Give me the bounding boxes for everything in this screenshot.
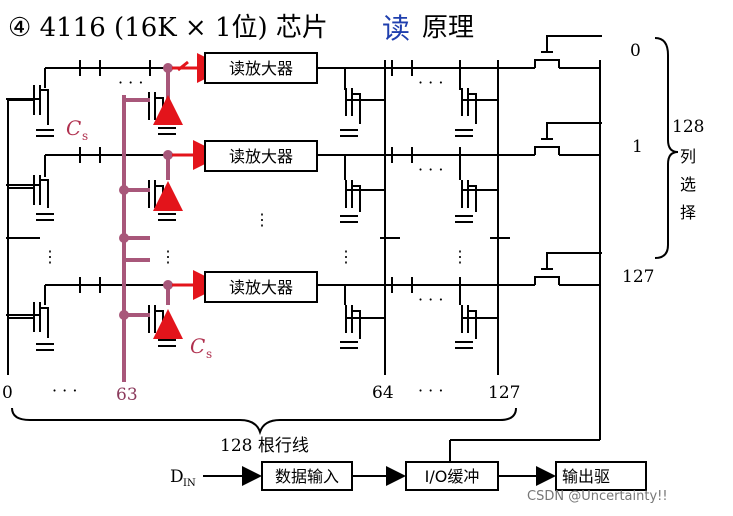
col-select-1: 1 bbox=[632, 137, 643, 157]
col-label-63: 63 bbox=[116, 385, 138, 405]
col-label-127: 127 bbox=[488, 383, 520, 403]
ellipsis-v: ⋮ bbox=[254, 210, 270, 229]
sense-amp-label: 读放大器 bbox=[229, 278, 293, 297]
bit-lines bbox=[7, 60, 499, 375]
io-buffer-label: I/O缓冲 bbox=[425, 467, 480, 486]
ellipsis-h: · · · bbox=[418, 290, 443, 309]
cs-label-bottom: C bbox=[190, 334, 205, 358]
memory-cells bbox=[6, 68, 510, 351]
col-select-127: 127 bbox=[622, 267, 654, 287]
din-sub: IN bbox=[183, 478, 196, 489]
cs-sub-top: s bbox=[82, 129, 88, 143]
output-driver-label: 输出驱 bbox=[562, 467, 610, 486]
ellipsis-v: ⋮ bbox=[452, 247, 468, 266]
ellipsis-h: · · · bbox=[52, 381, 77, 400]
col-label-64: 64 bbox=[372, 383, 394, 403]
col-select-char-3: 择 bbox=[680, 203, 696, 222]
bitline-63-nodes bbox=[119, 63, 173, 320]
sense-amp-label: 读放大器 bbox=[229, 147, 293, 166]
ellipsis-v: ⋮ bbox=[160, 247, 176, 266]
din-label: D bbox=[170, 467, 184, 487]
col-select-char-1: 列 bbox=[680, 147, 696, 166]
ellipsis-h: · · · bbox=[418, 381, 443, 400]
output-driver-box: 输出驱 bbox=[555, 461, 647, 491]
bitline-63 bbox=[122, 68, 170, 382]
col-select-char-2: 选 bbox=[680, 175, 696, 194]
sense-amp-127: 读放大器 bbox=[204, 271, 318, 303]
sense-amp-label: 读放大器 bbox=[229, 59, 293, 78]
title-suffix: 原理 bbox=[422, 13, 474, 43]
cs-label-top: C bbox=[66, 116, 81, 140]
ellipsis-h: · · · bbox=[118, 73, 143, 92]
cs-sub-bottom: s bbox=[206, 347, 212, 361]
col-select-0: 0 bbox=[630, 41, 641, 61]
column-select bbox=[449, 35, 602, 462]
col-label-0: 0 bbox=[2, 383, 13, 403]
sense-amp-0: 读放大器 bbox=[204, 52, 318, 84]
row-line-label: 128 根行线 bbox=[220, 436, 309, 456]
ellipsis-v: ⋮ bbox=[338, 247, 354, 266]
title-highlight: 读 bbox=[382, 12, 410, 45]
ellipsis-v: ⋮ bbox=[42, 247, 58, 266]
data-input-label: 数据输入 bbox=[275, 467, 339, 486]
row-brace bbox=[11, 407, 517, 436]
col-select-brace bbox=[654, 37, 679, 259]
ellipsis-h: · · · bbox=[418, 160, 443, 179]
title-prefix: ④ 4116 (16K × 1位) 芯片 bbox=[8, 13, 328, 43]
ellipsis-h: · · · bbox=[418, 73, 443, 92]
watermark: CSDN @Uncertainty!! bbox=[527, 489, 668, 504]
data-input-box: 数据输入 bbox=[261, 461, 353, 491]
sense-amp-1: 读放大器 bbox=[204, 140, 318, 172]
io-buffer-box: I/O缓冲 bbox=[405, 461, 499, 491]
col-select-count: 128 bbox=[672, 117, 704, 137]
